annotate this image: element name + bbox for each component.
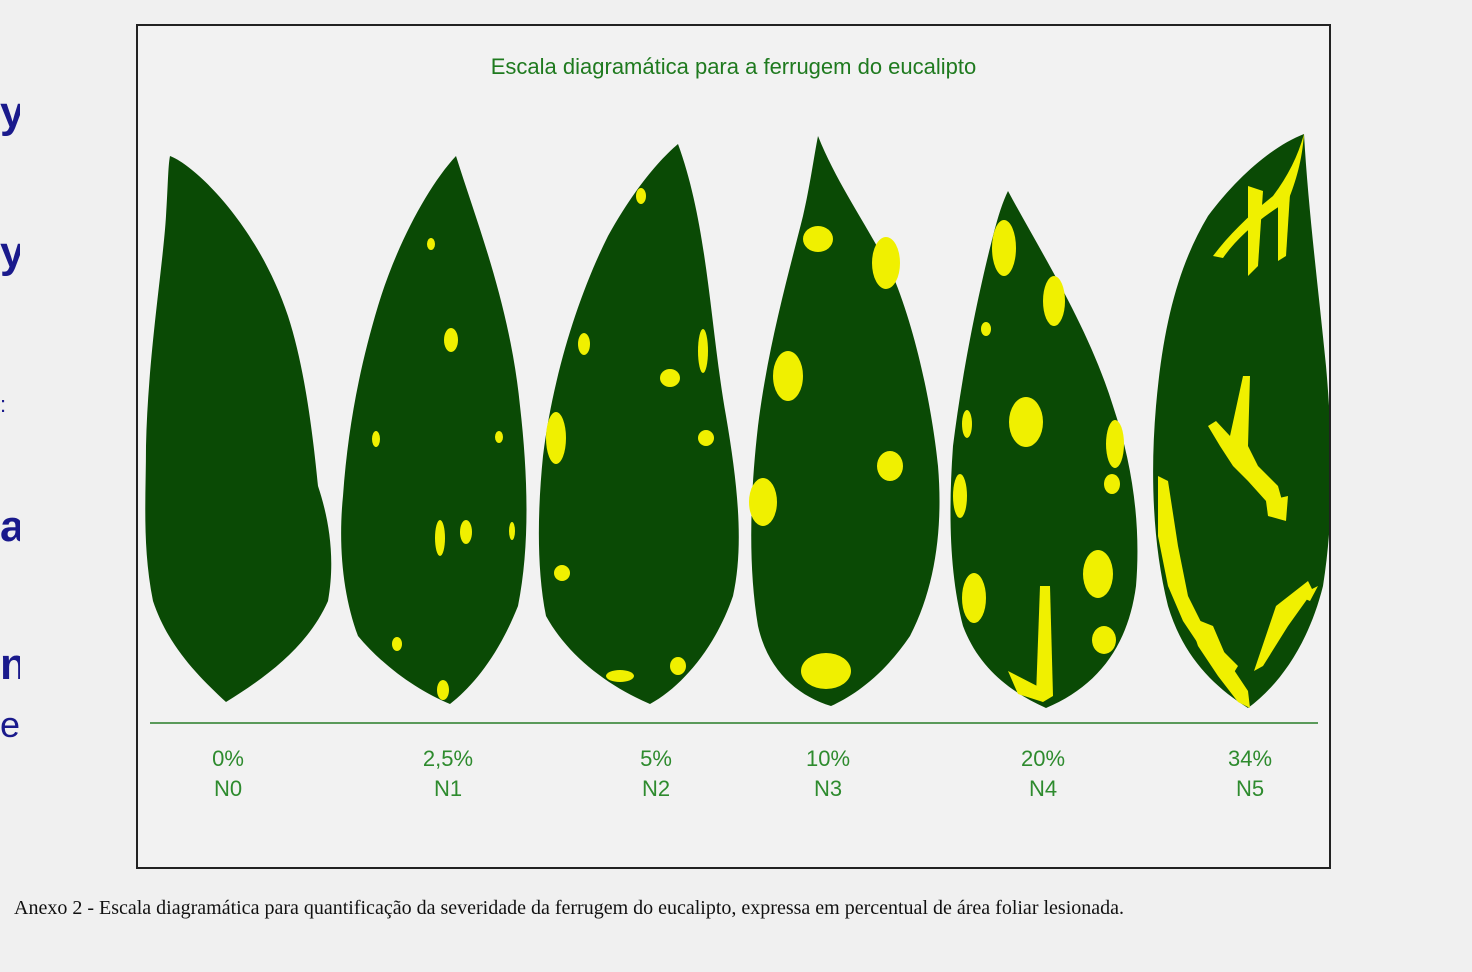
fragment-y-2: y xyxy=(0,228,20,277)
level-n2: 5% N2 xyxy=(596,744,716,804)
leaf-n4 xyxy=(950,191,1138,708)
fragment-colon: : xyxy=(0,392,7,417)
fragment-a: a xyxy=(0,502,20,551)
figure-title: Escala diagramática para a ferrugem do e… xyxy=(490,54,977,79)
level-n1: 2,5% N1 xyxy=(388,744,508,804)
level-n5: 34% N5 xyxy=(1190,744,1310,804)
level-percent: 34% xyxy=(1227,746,1273,771)
leaf-n0 xyxy=(145,156,332,702)
level-code: N1 xyxy=(433,776,463,801)
level-code: N3 xyxy=(813,776,843,801)
figure-caption: Anexo 2 - Escala diagramática para quant… xyxy=(14,897,1124,919)
level-percent: 10% xyxy=(805,746,851,771)
diagram-figure: Escala diagramática para a ferrugem do e… xyxy=(136,24,1331,869)
fragment-y-1: y xyxy=(0,88,20,137)
fragment-e: e xyxy=(0,704,20,745)
leaf-n5 xyxy=(1153,134,1329,708)
level-code: N4 xyxy=(1028,776,1058,801)
leaf-n3 xyxy=(749,136,940,706)
left-margin-text-fragments: y y : a n e xyxy=(0,0,20,860)
fragment-n: n xyxy=(0,640,20,689)
level-code: N0 xyxy=(213,776,243,801)
level-percent: 0% xyxy=(212,746,244,771)
level-percent: 20% xyxy=(1020,746,1066,771)
level-n0: 0% N0 xyxy=(168,744,288,804)
leaf-n2 xyxy=(538,144,739,704)
level-percent: 2,5% xyxy=(422,746,474,771)
level-n3: 10% N3 xyxy=(768,744,888,804)
level-percent: 5% xyxy=(640,746,672,771)
leaf-illustrations xyxy=(145,134,1329,724)
leaf-n1 xyxy=(341,156,527,704)
level-code: N5 xyxy=(1235,776,1265,801)
level-code: N2 xyxy=(641,776,671,801)
level-n4: 20% N4 xyxy=(983,744,1103,804)
